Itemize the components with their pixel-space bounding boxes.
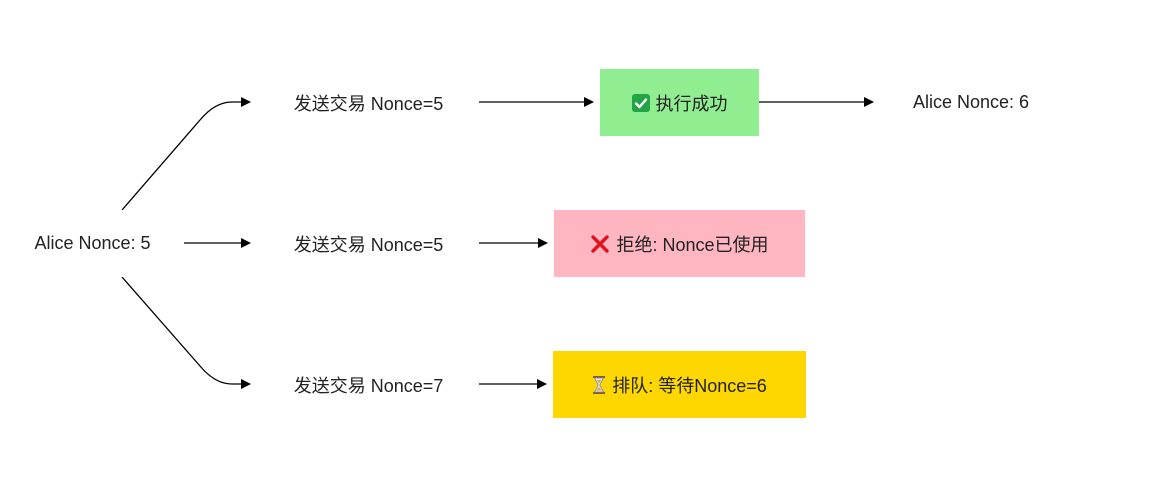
node-alice-nonce-start-label: Alice Nonce: 5 — [34, 233, 151, 253]
node-send-tx-top-label: 发送交易 Nonce=5 — [293, 93, 444, 114]
node-send-tx-top[interactable]: 发送交易 Nonce=5 — [257, 68, 480, 137]
node-send-tx-bot[interactable]: 发送交易 Nonce=7 — [257, 350, 480, 419]
edge-start-to-tx-bot — [121, 276, 251, 389]
cross-icon — [590, 234, 610, 254]
node-alice-nonce-start[interactable]: Alice Nonce: 5 — [0, 209, 185, 278]
edge-start-to-tx-top — [121, 97, 251, 211]
check-icon — [631, 93, 650, 112]
node-reject-label: 拒绝: Nonce已使用 — [616, 234, 769, 255]
node-alice-nonce-result[interactable]: Alice Nonce: 6 — [879, 68, 1063, 137]
node-success[interactable]: 执行成功 — [599, 68, 760, 137]
node-queue[interactable]: 排队: 等待Nonce=6 — [552, 350, 807, 419]
node-send-tx-mid-label: 发送交易 Nonce=5 — [293, 234, 444, 255]
node-send-tx-mid[interactable]: 发送交易 Nonce=5 — [257, 209, 480, 278]
node-send-tx-bot-label: 发送交易 Nonce=7 — [293, 375, 444, 396]
node-queue-label: 排队: 等待Nonce=6 — [612, 375, 767, 396]
node-alice-nonce-result-label: Alice Nonce: 6 — [912, 92, 1030, 112]
hourglass-icon — [592, 375, 606, 395]
node-success-label: 执行成功 — [655, 93, 728, 114]
node-reject[interactable]: 拒绝: Nonce已使用 — [553, 209, 806, 278]
